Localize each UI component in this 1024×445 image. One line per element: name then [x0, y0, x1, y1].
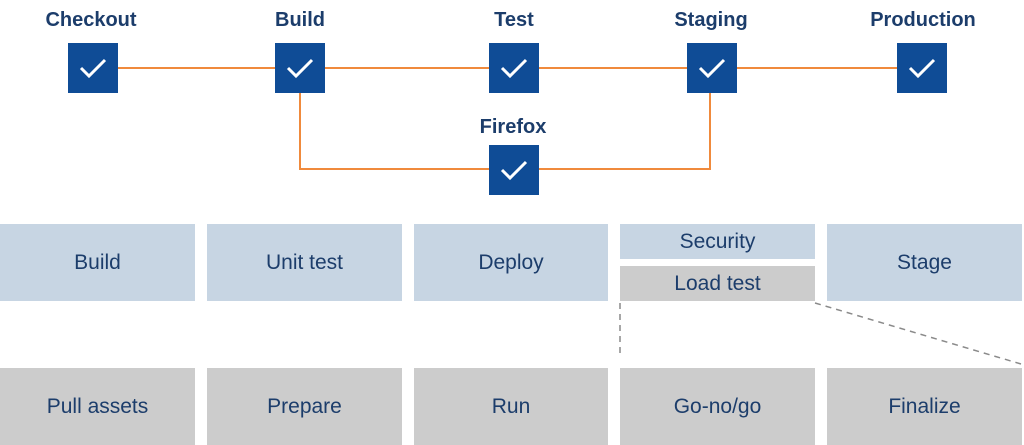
check-icon: [500, 58, 528, 79]
node-build[interactable]: [275, 43, 325, 93]
pipeline-edges: [118, 67, 897, 170]
step-run[interactable]: Run: [414, 368, 608, 445]
node-firefox[interactable]: [489, 145, 539, 195]
stage-deploy[interactable]: Deploy: [414, 224, 608, 301]
node-test[interactable]: [489, 43, 539, 93]
node-label-staging: Staging: [674, 9, 748, 31]
edge-firefox-staging: [539, 93, 711, 170]
check-icon: [79, 58, 107, 79]
check-icon: [908, 58, 936, 79]
stage-security[interactable]: Security: [620, 224, 815, 259]
check-icon: [500, 160, 528, 181]
step-prepare[interactable]: Prepare: [207, 368, 402, 445]
node-label-build: Build: [275, 9, 325, 31]
step-pull-assets[interactable]: Pull assets: [0, 368, 195, 445]
stage-unit-test[interactable]: Unit test: [207, 224, 402, 301]
edge-build-firefox: [299, 93, 489, 170]
node-label-test: Test: [494, 9, 534, 31]
step-go-no-go[interactable]: Go-no/go: [620, 368, 815, 445]
stage-load-test[interactable]: Load test: [620, 266, 815, 301]
node-checkout[interactable]: [68, 43, 118, 93]
stage-build[interactable]: Build: [0, 224, 195, 301]
node-label-production: Production: [870, 9, 976, 31]
node-label-firefox: Firefox: [479, 116, 547, 138]
guide-right: [814, 302, 1022, 365]
node-label-checkout: Checkout: [45, 9, 137, 31]
expansion-guides: [619, 302, 1022, 365]
check-icon: [286, 58, 314, 79]
check-icon: [698, 58, 726, 79]
node-production[interactable]: [897, 43, 947, 93]
stage-stage[interactable]: Stage: [827, 224, 1022, 301]
step-finalize[interactable]: Finalize: [827, 368, 1022, 445]
node-staging[interactable]: [687, 43, 737, 93]
